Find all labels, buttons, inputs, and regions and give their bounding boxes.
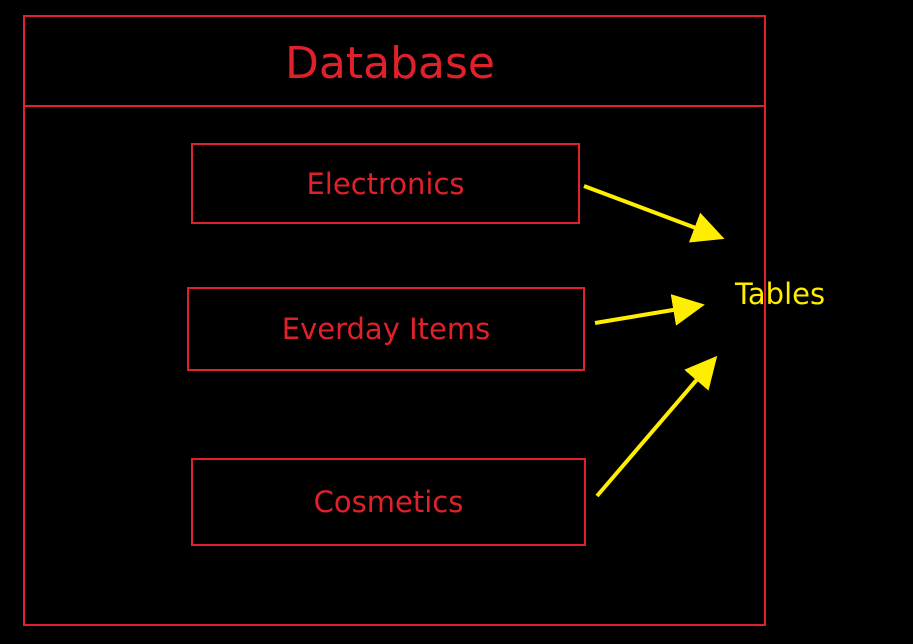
database-container [23,15,766,626]
arrow-cosmetics-to-tables [595,355,718,498]
table-box-everyday-items: Everday Items [187,287,585,371]
table-box-cosmetics: Cosmetics [191,458,586,546]
tables-annotation: Tables [735,277,826,311]
database-title: Database [285,38,495,89]
header-divider [23,105,766,107]
arrow-electronics-to-tables [583,184,725,243]
table-label-electronics: Electronics [306,166,465,201]
table-label-everyday-items: Everday Items [281,312,491,346]
table-label-cosmetics: Cosmetics [313,485,464,519]
arrow-everyday-items-to-tables [594,294,705,326]
table-box-electronics: Electronics [191,143,580,224]
